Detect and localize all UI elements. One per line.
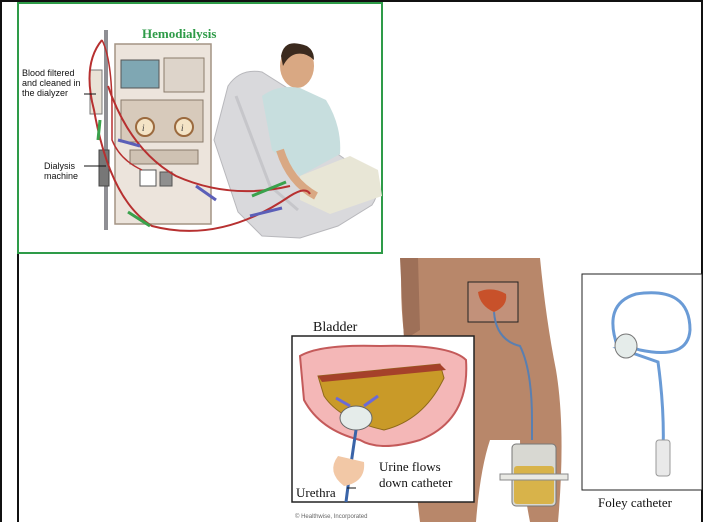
- dialysis-machine-label: Dialysis machine: [44, 161, 84, 181]
- urine-flow-line1: Urine flows: [379, 459, 452, 475]
- dialysis-machine: i i: [115, 44, 211, 224]
- copyright-credit: © Healthwise, Incorporated: [295, 514, 367, 520]
- urethra-label: Urethra: [296, 485, 336, 501]
- dialyzer-label: Blood filtered and cleaned in the dialyz…: [22, 68, 86, 98]
- urine-flow-label: Urine flows down catheter: [379, 459, 452, 491]
- bladder-title: Bladder: [313, 320, 357, 336]
- flow-arrow: [98, 120, 100, 140]
- urine-flow-line2: down catheter: [379, 475, 452, 491]
- foley-catheter-label: Foley catheter: [598, 495, 672, 511]
- hemodialysis-title: Hemodialysis: [142, 26, 216, 42]
